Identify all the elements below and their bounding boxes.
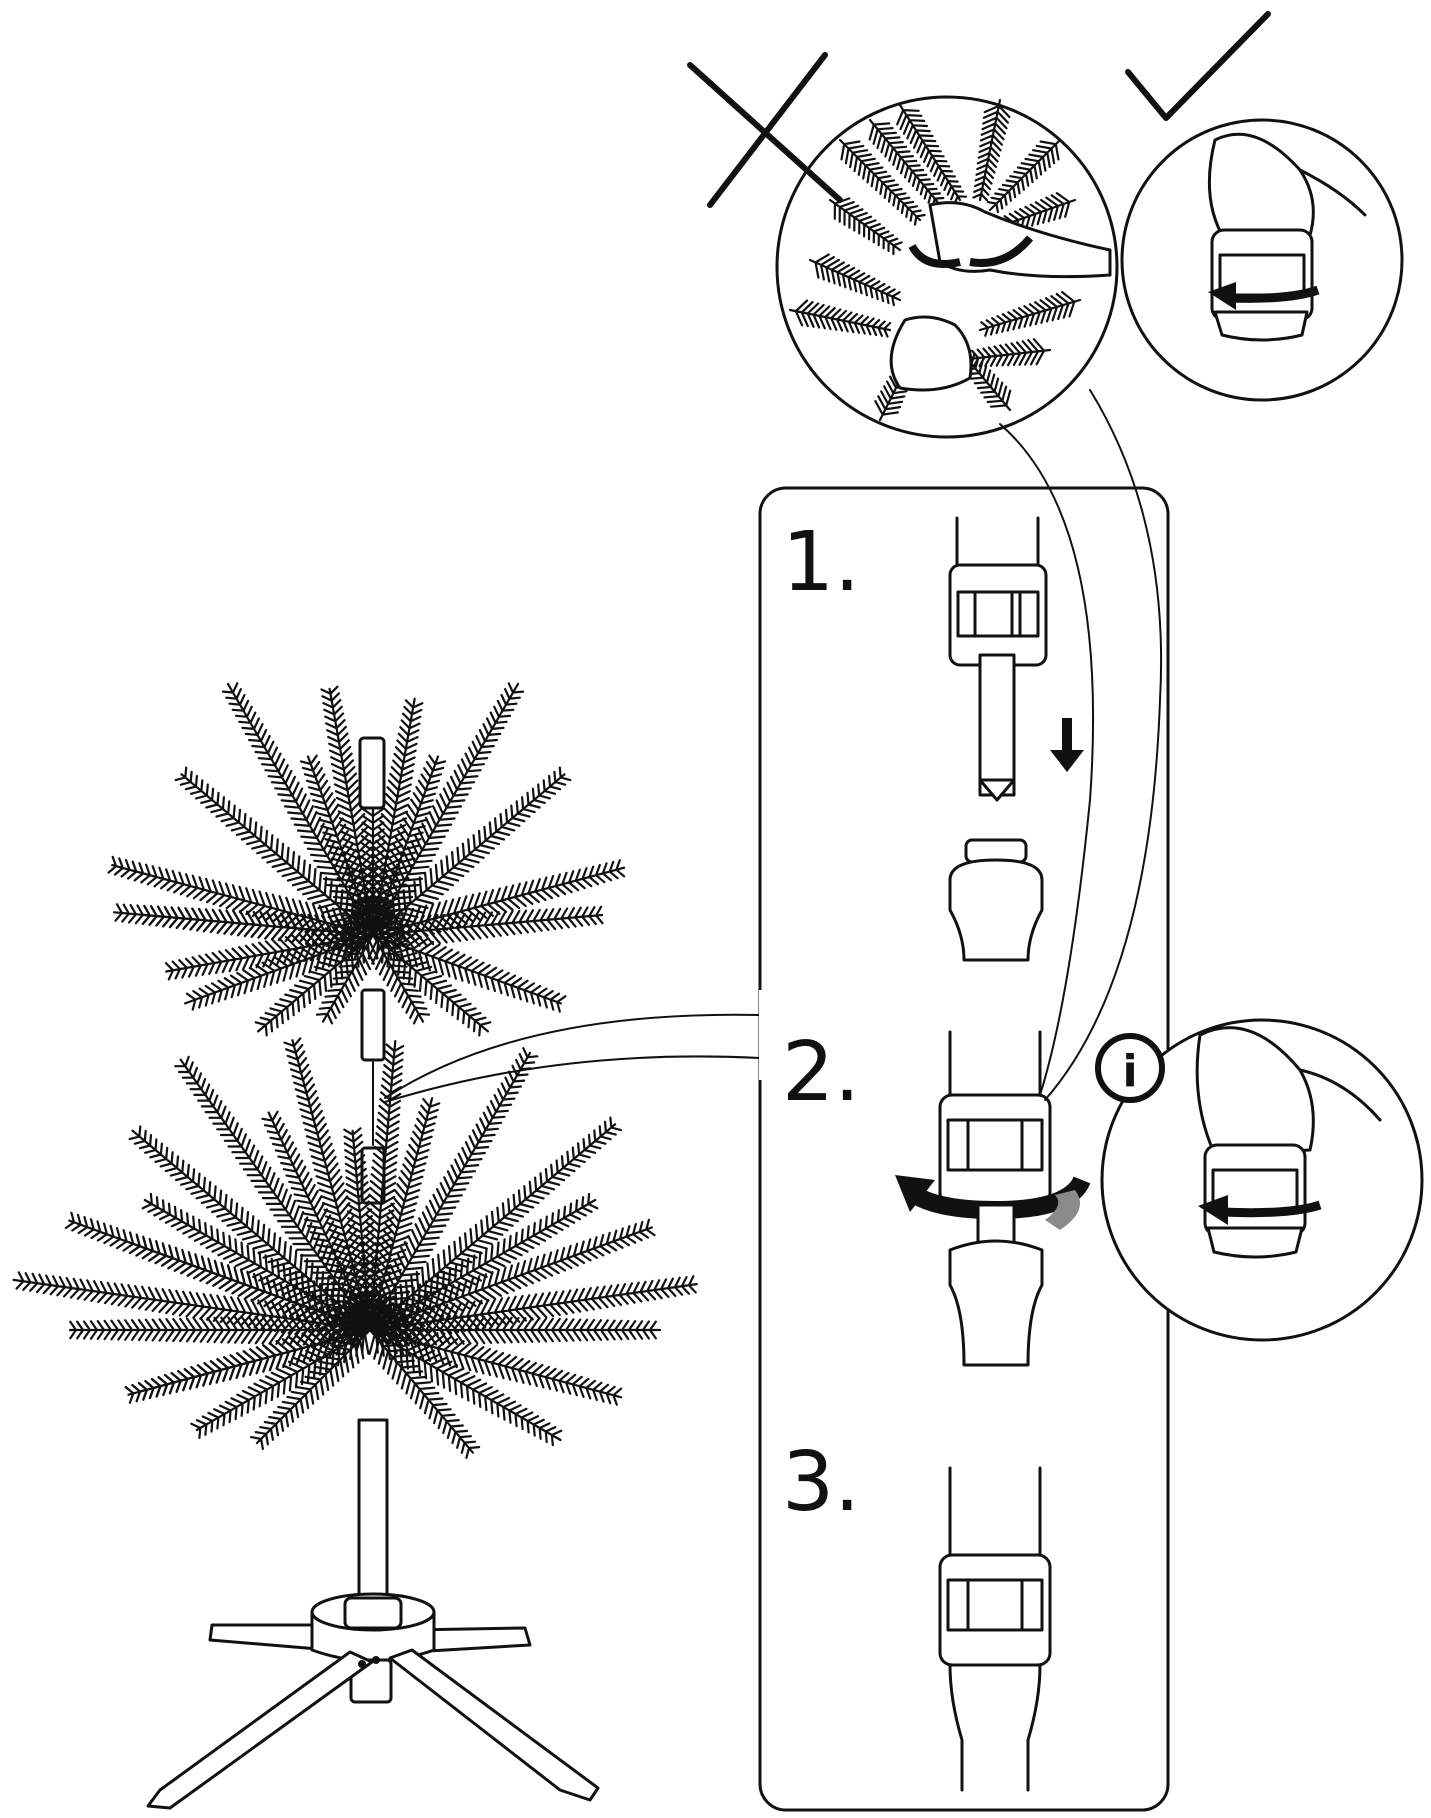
step1-lower-socket	[948, 858, 1044, 962]
step-label-1: 1.	[782, 515, 860, 610]
lower-hand	[889, 315, 973, 392]
fir-branch	[367, 933, 431, 1025]
correct-rotate-arrow	[1229, 285, 1320, 303]
bottom-branches	[12, 1037, 698, 1459]
step-1-illustration	[948, 516, 1084, 962]
check-mark-icon	[1125, 11, 1271, 121]
info-icon	[1095, 1033, 1165, 1103]
panel-gap	[759, 990, 765, 1080]
bottom-tree-section	[12, 1037, 698, 1622]
info-callout: i	[1095, 1018, 1424, 1342]
top-branches	[107, 682, 626, 1037]
fir-branch	[788, 299, 892, 338]
fir-branch	[368, 1328, 481, 1459]
fir-branch	[868, 118, 945, 208]
step-label-2: 2.	[782, 1025, 860, 1120]
fir-branch	[367, 682, 525, 937]
fir-branch	[364, 1047, 539, 1332]
step-label-3: 3.	[782, 1435, 860, 1530]
fir-branch	[986, 138, 1062, 214]
fir-branch	[299, 754, 383, 937]
fir-branch	[174, 766, 375, 937]
fir-branch	[261, 1110, 378, 1332]
step2-pin	[976, 1203, 1016, 1247]
fir-branch	[141, 1192, 372, 1336]
connector-right-to-step2	[1044, 389, 1163, 1101]
fir-branch	[371, 905, 604, 951]
wrong-rotate-arrow	[969, 235, 1034, 267]
fir-branch	[838, 138, 926, 226]
fir-branch	[184, 925, 375, 1011]
callout-line-upper	[384, 1013, 761, 1099]
info-icon-glyph: i	[1122, 1046, 1137, 1097]
stand-leg-front-left	[146, 1650, 374, 1810]
step2-lower-socket	[948, 1239, 1044, 1367]
callout-line-lower	[384, 1055, 761, 1103]
top-tree-section	[107, 682, 626, 1062]
step1-pin	[978, 653, 1016, 797]
correct-hand	[1207, 132, 1315, 242]
fir-branch	[368, 1192, 599, 1336]
rotate-arrow-head-step2	[895, 1175, 935, 1212]
fir-branch	[343, 1127, 386, 1332]
tree-stand	[146, 1592, 600, 1810]
stand-collar	[343, 1596, 403, 1630]
top-stem-pin	[360, 988, 386, 1062]
rotate-arrow-shadow	[1045, 1190, 1080, 1230]
fir-branch	[371, 925, 567, 1013]
trunk	[357, 1418, 389, 1622]
info-rotate-arrow	[1221, 1200, 1322, 1218]
step2-collar-band	[946, 1118, 1044, 1172]
step3-collar-band	[946, 1578, 1044, 1632]
fir-branch	[808, 253, 902, 307]
fir-branch	[130, 1235, 372, 1340]
correct-method-callout	[1120, 11, 1404, 402]
down-arrow-icon	[1050, 718, 1084, 772]
step1-collar-band	[956, 590, 1040, 638]
wrong-method-callout	[687, 52, 1119, 439]
fir-branch	[896, 103, 967, 205]
fir-branch	[828, 197, 903, 256]
upper-hand	[928, 201, 1112, 279]
top-stem	[358, 736, 386, 810]
fir-branch	[137, 1318, 372, 1401]
stand-leg-front-right	[388, 1648, 600, 1802]
connector-wrong-to-step2	[999, 423, 1095, 1096]
fir-branch	[358, 1097, 441, 1332]
fir-branch	[972, 98, 1011, 202]
info-hand	[1195, 1026, 1315, 1157]
fir-branch	[368, 1324, 563, 1447]
fir-branch	[978, 291, 1082, 337]
fir-branch	[368, 1318, 623, 1406]
fir-branch	[315, 933, 379, 1025]
fir-branch	[221, 682, 379, 937]
step-2-illustration	[895, 1030, 1091, 1367]
fir-branch	[363, 754, 447, 937]
step-3-illustration	[938, 1466, 1052, 1792]
